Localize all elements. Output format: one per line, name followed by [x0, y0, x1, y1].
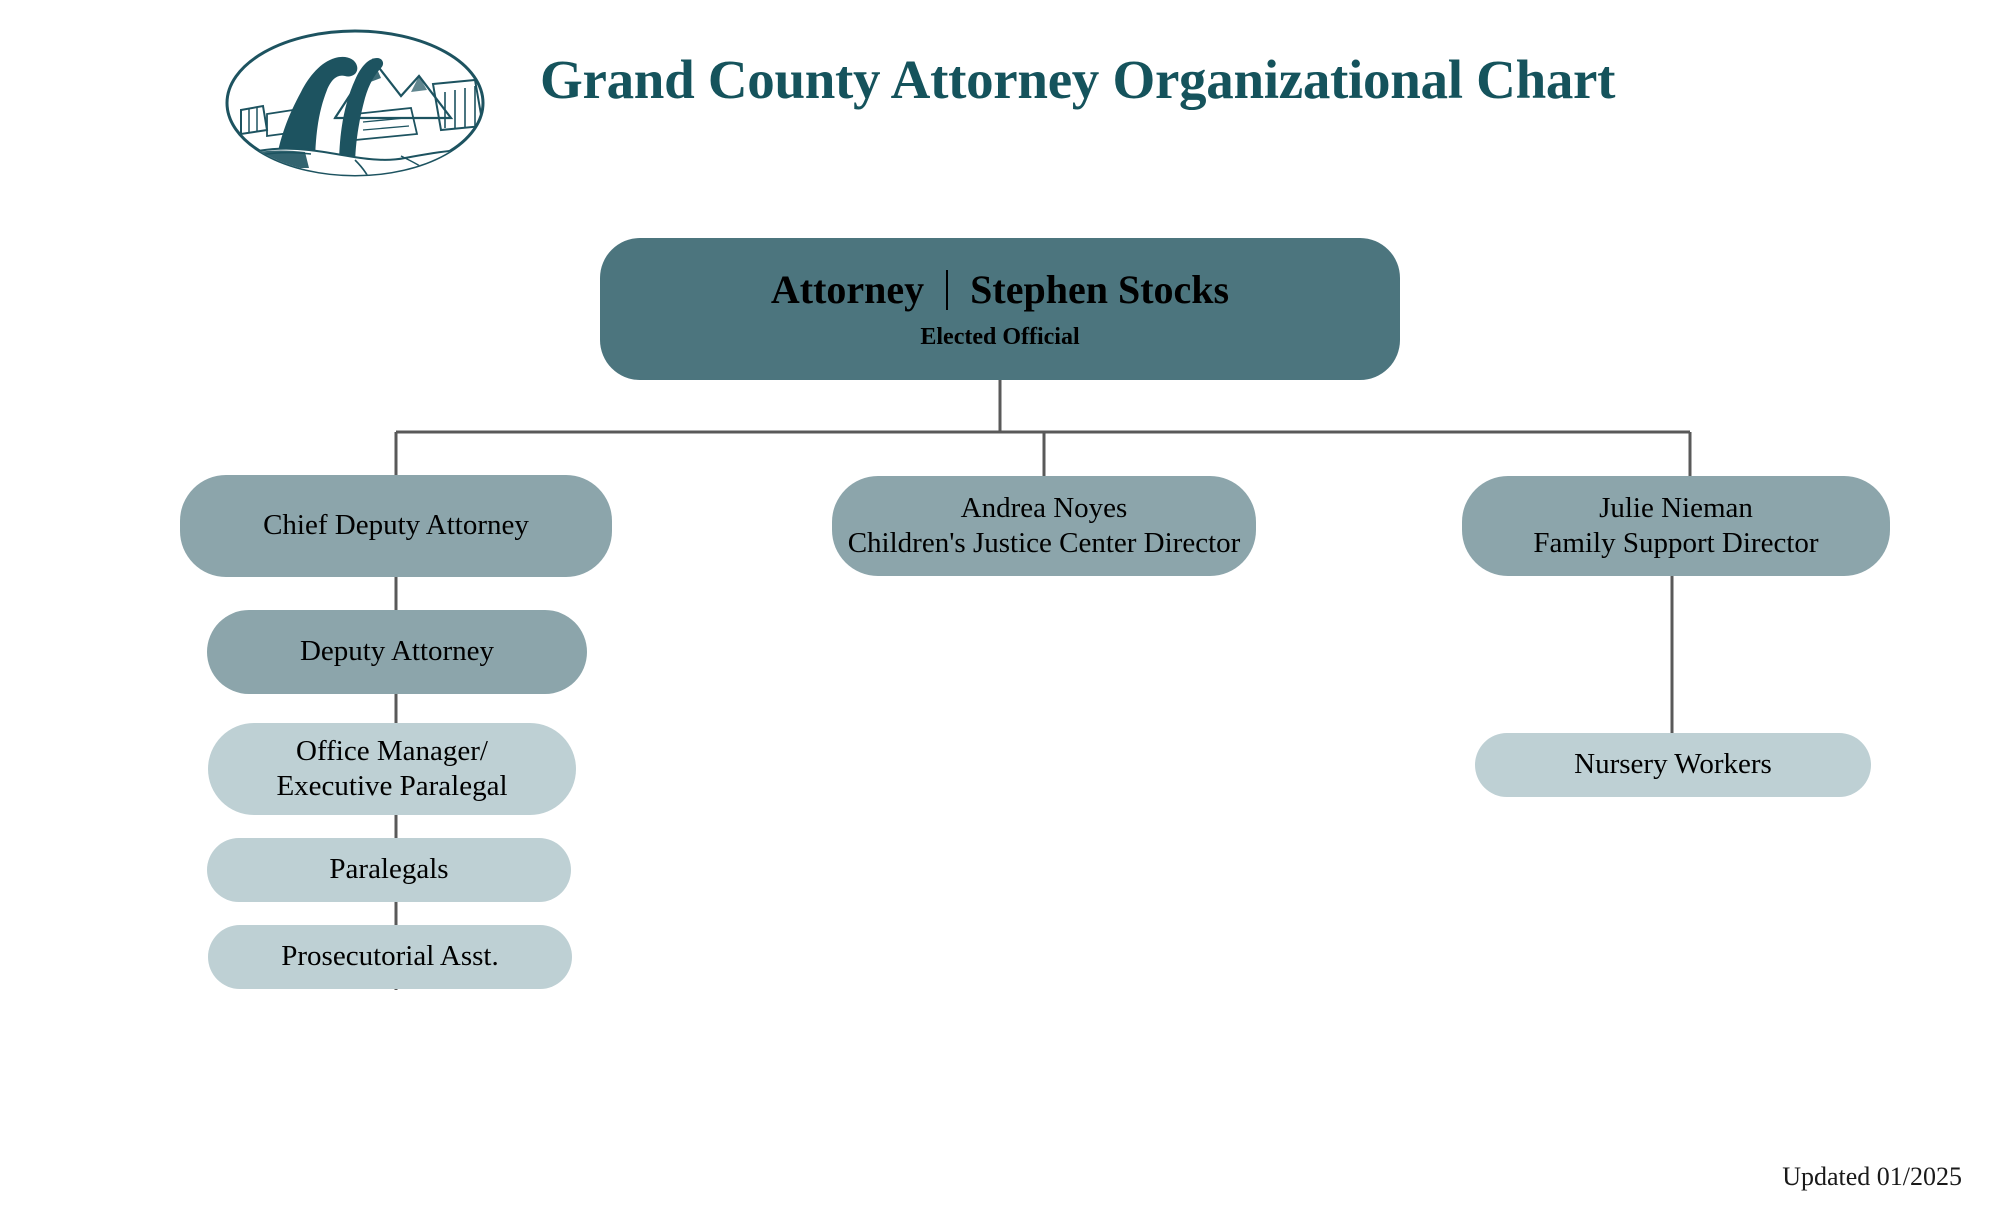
node-label-line1: Paralegals: [329, 853, 449, 886]
node-label-line1: Andrea Noyes: [960, 491, 1128, 524]
node-label-line1: Julie Nieman: [1599, 491, 1753, 524]
node-label-line2: Family Support Director: [1533, 527, 1819, 559]
node-paralegals[interactable]: Paralegals: [207, 838, 571, 902]
node-office-manager[interactable]: Office Manager/ Executive Paralegal: [208, 723, 576, 815]
node-attorney-name: Stephen Stocks: [970, 266, 1230, 312]
node-label-line2: Children's Justice Center Director: [847, 527, 1241, 559]
node-julie-nieman[interactable]: Julie Nieman Family Support Director: [1462, 476, 1890, 576]
page-header: Grand County Attorney Organizational Cha…: [0, 0, 2000, 200]
node-label-line1: Chief Deputy Attorney: [263, 509, 529, 542]
node-prosecutorial-asst[interactable]: Prosecutorial Asst.: [208, 925, 572, 989]
node-label-line1: Nursery Workers: [1574, 748, 1772, 781]
updated-timestamp: Updated 01/2025: [1782, 1162, 1962, 1191]
node-nursery-workers[interactable]: Nursery Workers: [1475, 733, 1871, 797]
page-title: Grand County Attorney Organizational Cha…: [540, 49, 1616, 110]
arch-landscape-icon: [215, 23, 495, 183]
node-attorney-role: Attorney: [770, 266, 925, 312]
grand-county-seal-logo: [205, 18, 505, 188]
node-label-line2: Executive Paralegal: [276, 770, 508, 802]
node-chief-deputy-attorney[interactable]: Chief Deputy Attorney: [180, 475, 612, 577]
node-deputy-attorney[interactable]: Deputy Attorney: [207, 610, 587, 694]
node-attorney-title: Attorney Stephen Stocks: [771, 266, 1229, 315]
node-label-line1: Prosecutorial Asst.: [281, 940, 499, 973]
title-separator-icon: [946, 270, 949, 311]
node-attorney[interactable]: Attorney Stephen Stocks Elected Official: [600, 238, 1400, 380]
node-label-line1: Deputy Attorney: [299, 635, 495, 668]
node-andrea-noyes[interactable]: Andrea Noyes Children's Justice Center D…: [832, 476, 1256, 576]
node-label-line1: Office Manager/: [296, 734, 488, 767]
node-attorney-subtitle: Elected Official: [920, 323, 1080, 350]
